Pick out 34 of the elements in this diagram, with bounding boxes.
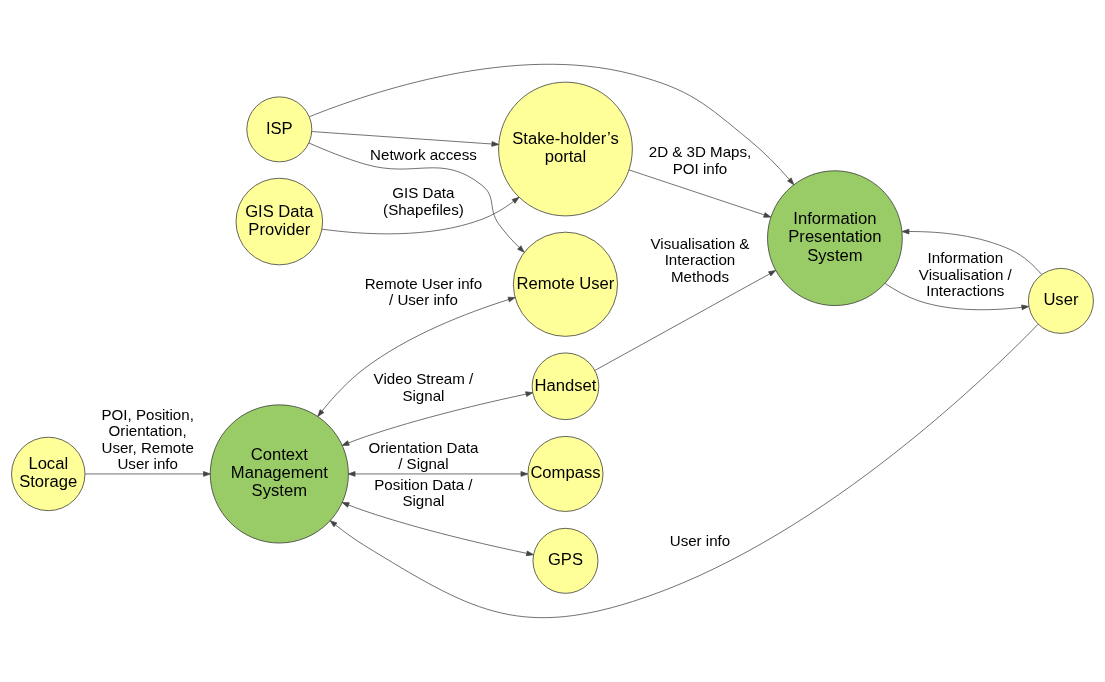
arrow [317,296,516,417]
arrow [321,196,520,235]
node-circle: User [1028,268,1094,334]
edge-label: GIS Data (Shapefiles) [383,184,464,218]
node-circle: ISP [246,96,313,163]
arrow [308,142,525,253]
edge-label: Network access [370,145,477,163]
arrow [84,471,211,477]
arrow [628,169,772,218]
node-circle: Compass [527,436,604,512]
node-circle: Remote User [513,231,618,337]
arrow [884,282,1030,311]
arrow [309,63,795,185]
edge-label: User info [669,532,731,550]
edge-label: Visualisation & Interaction Methods [650,234,750,285]
edge-label: POI, Position, Orientation, User, Remote User info [101,405,194,473]
arrow [347,471,529,477]
arrow [341,391,534,446]
node-circle: GIS Data Provider [235,177,323,266]
edge-label: Position Data / Signal [374,475,473,510]
arrow [341,502,534,557]
arrow [594,270,776,371]
node-circle: Handset [531,352,600,420]
edge-label: Orientation Data / Signal [368,438,479,473]
node-circle: GPS [532,527,599,594]
edge-label: Video Stream / Signal [373,370,474,404]
arrow [329,323,1039,618]
edge-label: 2D & 3D Maps, POI info [648,143,752,177]
edge-label: Information Visualisation / Interactions [918,249,1012,300]
edge-label: Remote User info / User info [364,274,483,309]
node-circle: Stake-holder’s portal [498,81,633,217]
node-circle: Local Storage [11,436,86,512]
arrow [901,228,1042,275]
arrow [311,131,500,147]
